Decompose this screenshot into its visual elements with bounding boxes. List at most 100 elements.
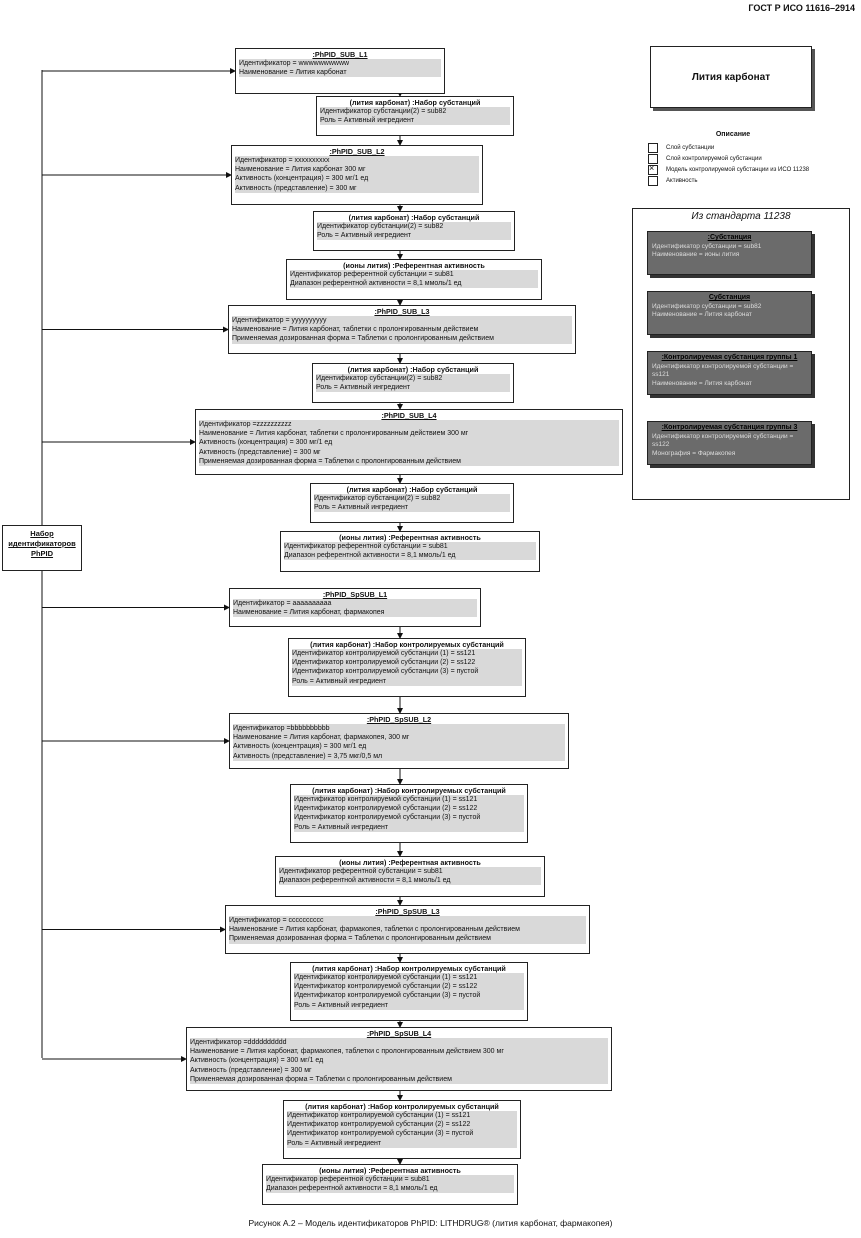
- box-attribute-line: Диапазон референтной активности = 8,1 мм…: [290, 279, 538, 289]
- standard-box-line: Идентификатор контролируемой субстанции …: [652, 432, 794, 440]
- box-title: (ионы лития) :Референтная активность: [339, 858, 481, 867]
- standard-box-line: Наименование = Лития карбонат: [652, 311, 752, 318]
- box-attribute-line: Идентификатор контролируемой субстанции …: [294, 973, 524, 983]
- box-attribute-line: Активность (концентрация) = 300 мг/1 ед: [233, 742, 565, 752]
- box-attribute-line: Активность (представление) = 300 мг: [235, 183, 479, 193]
- box-attribute-line: Идентификатор субстанции(2) = sub82: [317, 222, 511, 232]
- legend-title: Описание: [715, 131, 751, 138]
- box-attribute-line: Идентификатор контролируемой субстанции …: [292, 649, 522, 659]
- standard-box-title: :Субстанция: [707, 234, 752, 241]
- box-attribute-line: Роль = Активный ингредиент: [316, 383, 510, 393]
- box-title: (лития карбонат) :Набор субстанций: [349, 98, 481, 107]
- legend-item-label: Модель контролируемой субстанции из ИСО …: [666, 166, 810, 173]
- box-attribute-line: Применяемая дозированная форма = Таблетк…: [190, 1074, 608, 1085]
- legend-item-label: Активность: [666, 177, 698, 184]
- box-title: :PhPID_SpSUB_L3: [375, 907, 440, 916]
- box-attribute-line: Идентификатор = yyyyyyyyyy: [232, 316, 572, 326]
- legend-item: Модель контролируемой субстанции из ИСО …: [648, 163, 848, 175]
- box-attribute-line: Наименование = Лития карбонат 300 мг: [235, 165, 479, 175]
- standard-box-title: :Контролируемая субстанция группы 1: [661, 354, 798, 361]
- box-attribute-line: Роль = Активный ингредиент: [320, 116, 510, 126]
- legend-swatch-icon: [648, 142, 658, 153]
- box-attribute-line: Активность (концентрация) = 300 мг/1 ед: [190, 1056, 608, 1066]
- box-attribute-line: Диапазон референтной активности = 8,1 мм…: [279, 876, 541, 886]
- standard-box-line: Идентификатор контролируемой субстанции …: [652, 362, 794, 370]
- box-attribute-line: Диапазон референтной активности = 8,1 мм…: [266, 1184, 514, 1194]
- box-attribute-line: Идентификатор = aaaaaaaaaa: [233, 599, 477, 609]
- box-attribute-line: Активность (представление) = 300 мг: [190, 1065, 608, 1075]
- box-attribute-line: Наименование = Лития карбонат, фармакопе…: [190, 1047, 608, 1057]
- box-attribute-line: Идентификатор контролируемой субстанции …: [287, 1129, 517, 1139]
- standard-box-line: Монография = Фармакопея: [652, 449, 736, 457]
- box-attribute-line: Применяемая дозированная форма = Таблетк…: [229, 934, 586, 944]
- box-title: (лития карбонат) :Набор субстанций: [346, 485, 478, 494]
- legend-swatch-checked-icon: [648, 163, 658, 175]
- box-attribute-line: Роль = Активный ингредиент: [294, 822, 524, 832]
- box-attribute-line: Идентификатор контролируемой субстанции …: [294, 991, 524, 1001]
- box-title: (лития карбонат) :Набор субстанций: [347, 365, 479, 374]
- box-title: :PhPID_SpSUB_L4: [366, 1029, 432, 1038]
- box-title: :PhPID_SpSUB_L1: [322, 590, 388, 599]
- box-attribute-line: Роль = Активный ингредиент: [317, 231, 511, 241]
- box-title: :PhPID_SUB_L4: [381, 411, 437, 420]
- legend-item: Слой субстанции: [648, 142, 848, 153]
- box-title: (ионы лития) :Референтная активность: [319, 1166, 461, 1175]
- box-attribute-line: Идентификатор контролируемой субстанции …: [292, 658, 522, 668]
- box-title: (лития карбонат) :Набор контролируемых с…: [310, 640, 504, 649]
- substance-set-box: (лития карбонат) :Набор контролируемых с…: [290, 784, 528, 843]
- box-attribute-line: Активность (концентрация) = 300 мг/1 ед: [199, 438, 619, 448]
- box-attribute-line: Наименование = Лития карбонат, фармакопе…: [233, 608, 477, 618]
- box-attribute-line: Идентификатор референтной субстанции = s…: [284, 542, 536, 552]
- box-attribute-line: Применяемая дозированная форма = Таблетк…: [232, 334, 572, 344]
- box-attribute-line: Идентификатор субстанции(2) = sub82: [314, 494, 510, 504]
- legend-item: Слой контролируемой субстанции: [648, 153, 848, 164]
- box-title: (лития карбонат) :Набор контролируемых с…: [305, 1102, 499, 1111]
- box-attribute-line: Роль = Активный ингредиент: [287, 1138, 517, 1148]
- box-attribute-line: Наименование = Лития карбонат, фармакопе…: [229, 925, 586, 935]
- box-title: :PhPID_SpSUB_L2: [366, 715, 432, 724]
- box-attribute-line: Наименование = Лития карбонат, фармакопе…: [233, 733, 565, 743]
- box-attribute-line: Идентификатор = xxxxxxxxxx: [235, 156, 479, 166]
- box-title: (лития карбонат) :Набор контролируемых с…: [312, 964, 506, 973]
- standard-box-line: Идентификатор субстанции = sub81: [652, 242, 762, 250]
- box-attribute-line: Идентификатор =bbbbbbbbbb: [233, 724, 565, 734]
- figure-caption: Рисунок А.2 – Модель идентификаторов PhP…: [248, 1218, 613, 1228]
- box-attribute-line: Идентификатор контролируемой субстанции …: [294, 795, 524, 805]
- box-attribute-line: Идентификатор субстанции(2) = sub82: [320, 107, 510, 117]
- box-attribute-line: Идентификатор референтной субстанции = s…: [279, 867, 541, 877]
- box-attribute-line: Роль = Активный ингредиент: [314, 503, 510, 513]
- root-label-line: PhPID: [30, 549, 54, 558]
- box-attribute-line: Идентификатор =zzzzzzzzzz: [199, 420, 619, 430]
- box-attribute-line: Идентификатор =dddddddddd: [190, 1038, 608, 1048]
- root-label-line: Набор: [30, 529, 54, 538]
- box-attribute-line: Идентификатор контролируемой субстанции …: [294, 982, 524, 992]
- standard-box-title: :Контролируемая субстанция группы 3: [661, 424, 798, 431]
- box-attribute-line: Идентификатор контролируемой субстанции …: [294, 804, 524, 814]
- substance-set-box: (лития карбонат) :Набор контролируемых с…: [283, 1100, 521, 1159]
- box-attribute-line: Идентификатор референтной субстанции = s…: [266, 1175, 514, 1185]
- substance-set-box: (лития карбонат) :Набор контролируемых с…: [288, 638, 526, 697]
- substance-set-box: (лития карбонат) :Набор контролируемых с…: [290, 962, 528, 1021]
- box-title: :PhPID_SUB_L3: [374, 307, 430, 316]
- box-attribute-line: Наименование = Лития карбонат, таблетки …: [232, 325, 572, 335]
- box-attribute-line: Применяемая дозированная форма = Таблетк…: [199, 456, 619, 467]
- standard-panel-title: Из стандарта 11238: [691, 211, 791, 222]
- box-title: :PhPID_SUB_L2: [329, 147, 385, 156]
- box-attribute-line: Роль = Активный ингредиент: [292, 676, 522, 686]
- box-attribute-line: Активность (представление) = 3,75 мкг/0,…: [233, 751, 565, 761]
